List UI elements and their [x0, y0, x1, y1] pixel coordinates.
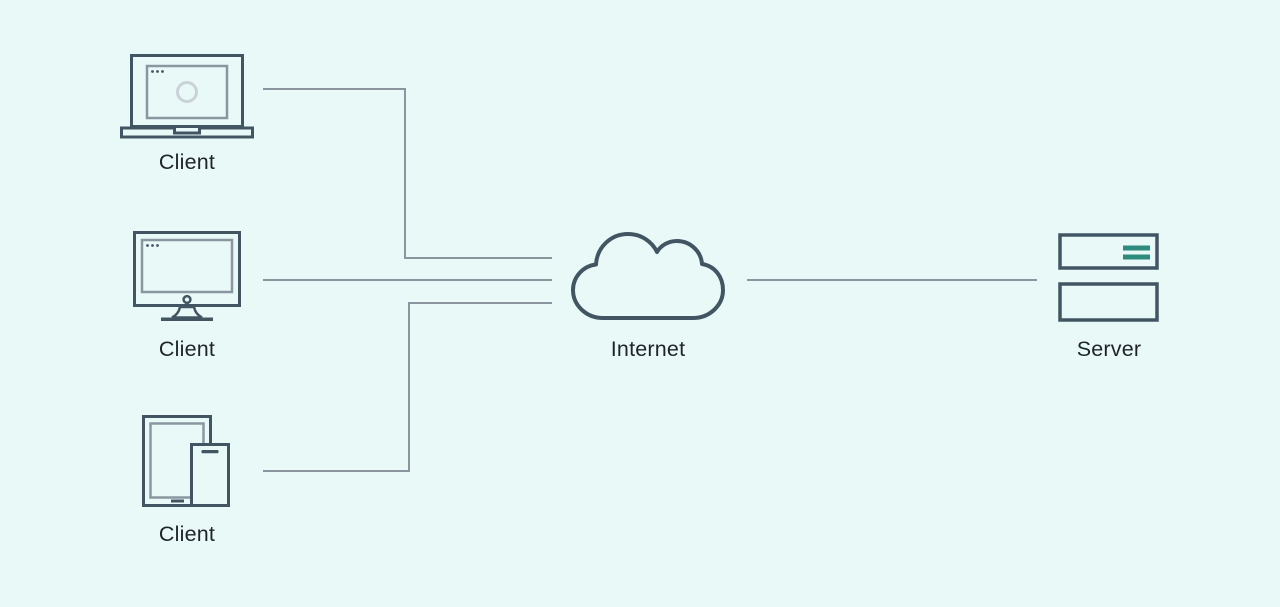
- server-icon: [1058, 233, 1159, 322]
- node-label: Client: [158, 522, 216, 546]
- server-led-bar: [1123, 254, 1150, 260]
- edge-mobile-to-internet: [263, 302, 552, 472]
- laptop-icon: [120, 54, 254, 139]
- edge-laptop-to-internet: [263, 88, 552, 259]
- node-server: Server: [1029, 233, 1189, 361]
- server-led-bar: [1123, 245, 1150, 251]
- camera-dot: [182, 294, 192, 305]
- node-label: Server: [1076, 337, 1142, 361]
- node-client-laptop: Client: [107, 54, 267, 174]
- node-internet: Internet: [568, 228, 728, 361]
- phone-body: [190, 443, 230, 507]
- cloud-icon: [571, 232, 725, 320]
- tablet-phone-icon: [142, 415, 230, 507]
- speaker-bar: [201, 450, 219, 454]
- desktop-monitor-icon: [133, 231, 241, 321]
- loading-circle: [176, 81, 198, 103]
- node-client-mobile: Client: [107, 415, 267, 546]
- home-button-bar: [171, 499, 184, 503]
- node-client-desktop: Client: [107, 231, 267, 361]
- node-label: Client: [158, 337, 216, 361]
- node-label: Client: [158, 150, 216, 174]
- node-label: Internet: [610, 337, 686, 361]
